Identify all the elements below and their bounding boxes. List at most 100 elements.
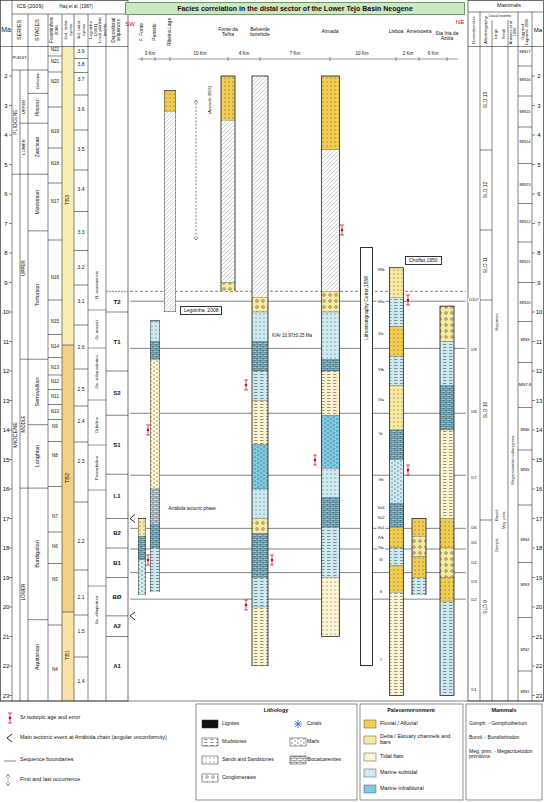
lithology-fill xyxy=(321,150,339,292)
facies-fill xyxy=(321,527,339,577)
text-label: 11 xyxy=(536,338,542,344)
lithology-fill xyxy=(440,601,454,695)
legend-swatch xyxy=(364,785,376,793)
text-label: Antunes et al. 1999 xyxy=(509,18,517,46)
facies-fill xyxy=(150,342,160,360)
text-label: IVb xyxy=(377,536,385,540)
text-label: 10 Km xyxy=(355,52,368,57)
text-label: SLD 12 xyxy=(483,182,488,199)
text-label: T1 xyxy=(113,338,120,344)
text-label: 4 xyxy=(537,132,540,138)
sr-age-dot xyxy=(245,604,248,607)
facies-fill xyxy=(440,601,454,695)
tick xyxy=(9,223,12,224)
text-label: N14 xyxy=(51,345,59,350)
grid-line xyxy=(48,240,62,241)
lithology-fill xyxy=(252,445,268,489)
grid-line xyxy=(74,657,88,658)
grid-line xyxy=(12,0,13,701)
borehole-column: Belverde borehole xyxy=(242,16,278,666)
lithology-fill xyxy=(389,566,403,593)
legend-swatch xyxy=(364,769,376,777)
facies-fill xyxy=(389,268,403,298)
text-label: 23 xyxy=(3,692,10,698)
tick xyxy=(9,341,12,342)
lithology-fill xyxy=(252,519,268,534)
node-label: Lithostratigraphy Cotter,1956 xyxy=(364,276,369,340)
label-box: Choffat,1950 xyxy=(405,256,442,265)
grid-line xyxy=(48,625,62,626)
facies-fill xyxy=(321,150,339,292)
facies-fill xyxy=(440,386,454,430)
borehole-column: Fonte da Telha xyxy=(215,16,241,291)
sr-age-marker xyxy=(406,465,410,475)
text-label: 3.5 xyxy=(78,147,85,152)
grid-line xyxy=(20,488,48,489)
text-label: Piacenz. xyxy=(36,98,41,115)
sequence-boundary xyxy=(130,475,466,476)
grid-line xyxy=(480,520,492,521)
text-label: N4 xyxy=(52,668,58,673)
lithology-fill xyxy=(321,359,339,371)
coral-symbol xyxy=(294,720,302,728)
text-label: SLD 11 xyxy=(483,257,488,273)
text-label: Aquitanian xyxy=(35,644,41,670)
text-label: NE xyxy=(456,19,464,25)
text-label: PLIOCENE xyxy=(13,109,18,134)
sr-age-marker xyxy=(244,380,248,390)
text-label: Va3 xyxy=(377,506,386,510)
facies-fill xyxy=(440,578,454,602)
lithology-fill xyxy=(389,504,403,528)
event-line xyxy=(88,586,106,587)
text-label: N6 xyxy=(52,545,58,550)
text-label: 16 xyxy=(3,486,10,492)
lithology-fill xyxy=(138,519,146,537)
grid-line xyxy=(74,285,88,286)
text-label: II xyxy=(379,590,383,594)
text-label: MN12 xyxy=(519,220,530,224)
sequence-line xyxy=(106,548,128,549)
grid-line xyxy=(12,70,48,71)
borehole-column: Lisboa xyxy=(388,16,405,696)
distance-tick xyxy=(170,57,171,61)
occurrence-line xyxy=(8,777,9,783)
tectonic-mark xyxy=(7,734,12,742)
label-box: Lithostratigraphy Cotter,1956 xyxy=(360,247,373,666)
tick xyxy=(9,135,12,136)
grid-line xyxy=(20,123,48,124)
tick xyxy=(9,194,12,195)
text-label: 23 xyxy=(536,692,543,698)
legend-text: Marine infralittoral xyxy=(380,786,424,792)
tick xyxy=(532,282,535,283)
text-label: BØ xyxy=(113,594,122,600)
facies-fill xyxy=(138,536,146,560)
text-label: 10 Km xyxy=(193,52,206,57)
text-label: Gomph. - Gomphotherium xyxy=(469,721,527,726)
lithology-sample xyxy=(202,774,218,782)
tick xyxy=(9,489,12,490)
grid-line xyxy=(480,230,492,231)
grid-line xyxy=(518,671,532,672)
sr-age-marker xyxy=(313,455,317,465)
text-label: 20 xyxy=(3,604,10,610)
text-label: 15 xyxy=(536,456,543,462)
grid-line xyxy=(480,150,492,151)
grid-line xyxy=(74,369,88,370)
legend-text: Biocalcarenites xyxy=(307,757,341,762)
facies-fill xyxy=(252,445,268,489)
lithology-fill xyxy=(221,76,235,120)
sr-age-marker xyxy=(270,555,274,565)
facies-fill xyxy=(252,489,268,519)
grid-line xyxy=(48,148,62,149)
text-label: N10 xyxy=(51,410,59,415)
facies-fill xyxy=(252,312,268,342)
tick xyxy=(532,312,535,313)
facies-fill xyxy=(164,91,176,112)
lithology-fill xyxy=(321,498,339,527)
text-label: 6 Km xyxy=(428,52,439,57)
text-label: 14 xyxy=(3,427,10,433)
lithology-fill xyxy=(389,430,403,460)
sequence-boundary xyxy=(130,348,466,349)
text-label: 14 xyxy=(536,427,543,433)
sequence-line xyxy=(106,291,128,292)
